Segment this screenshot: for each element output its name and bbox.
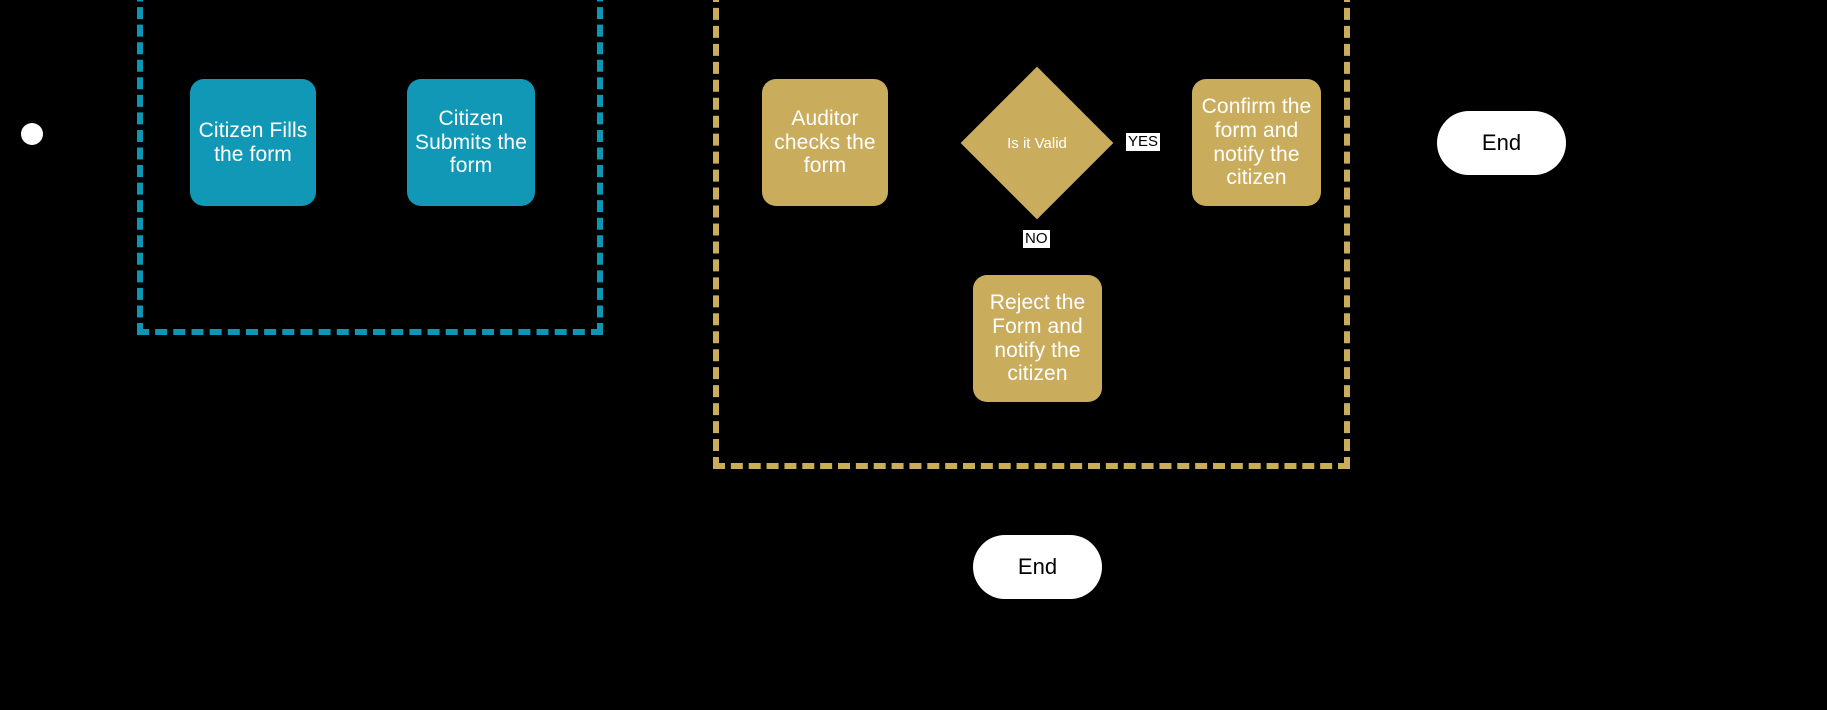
edge-label-yes: YES [1126,133,1161,151]
node-end-bottom[interactable]: End [973,535,1102,599]
auditor-lane-container[interactable] [713,0,1350,469]
citizen-lane-container[interactable] [137,0,603,335]
node-citizen-fills-the-form[interactable]: Citizen Fills the form [190,79,316,206]
node-is-it-valid-label: Is it Valid [1007,134,1067,152]
node-is-it-valid-decision[interactable]: Is it Valid [960,66,1114,220]
node-auditor-checks-the-form[interactable]: Auditor checks the form [762,79,888,206]
node-reject-form-notify-citizen[interactable]: Reject the Form and notify the citizen [973,275,1102,402]
node-end-right[interactable]: End [1437,111,1566,175]
node-confirm-form-notify-citizen[interactable]: Confirm the form and notify the citizen [1192,79,1321,206]
node-citizen-submits-the-form[interactable]: Citizen Submits the form [407,79,535,206]
edge-label-no: NO [1023,230,1050,248]
start-node[interactable] [21,123,43,145]
